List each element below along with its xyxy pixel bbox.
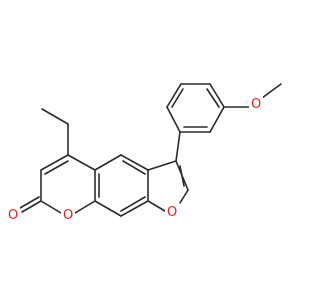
bond	[209, 83, 225, 108]
bond	[94, 200, 122, 217]
bond	[40, 200, 62, 214]
furan-oxygen-label: O	[167, 205, 177, 220]
bond	[179, 189, 189, 204]
bond	[261, 83, 282, 99]
bond	[175, 131, 181, 162]
structure-diagram: O O O O	[6, 83, 282, 223]
bond	[40, 154, 69, 171]
bond	[67, 154, 96, 171]
methoxy-oxygen: O	[249, 95, 263, 112]
bond	[166, 83, 182, 108]
bond	[166, 106, 181, 133]
atom-labels: O O O O	[6, 95, 263, 223]
bond	[120, 196, 146, 212]
methoxy-oxygen-label: O	[251, 97, 261, 112]
bond	[120, 154, 149, 171]
bond	[41, 108, 69, 125]
carbonyl-oxygen: O	[6, 206, 20, 223]
carbonyl-oxygen-label: O	[8, 208, 18, 223]
bond-skeleton	[19, 83, 282, 217]
bond	[19, 196, 40, 209]
bond	[44, 160, 69, 175]
bond	[120, 200, 149, 217]
furan-oxygen: O	[165, 203, 179, 220]
bond	[209, 106, 225, 133]
bond	[206, 88, 220, 108]
bond	[147, 200, 166, 212]
bond	[122, 160, 146, 175]
bond	[147, 160, 177, 171]
bond	[74, 200, 96, 214]
ring-oxygen-label: O	[63, 208, 73, 223]
ring-oxygen: O	[61, 206, 75, 223]
bond	[94, 154, 122, 171]
bond	[171, 88, 184, 108]
bond	[179, 165, 185, 187]
bond	[21, 200, 42, 213]
